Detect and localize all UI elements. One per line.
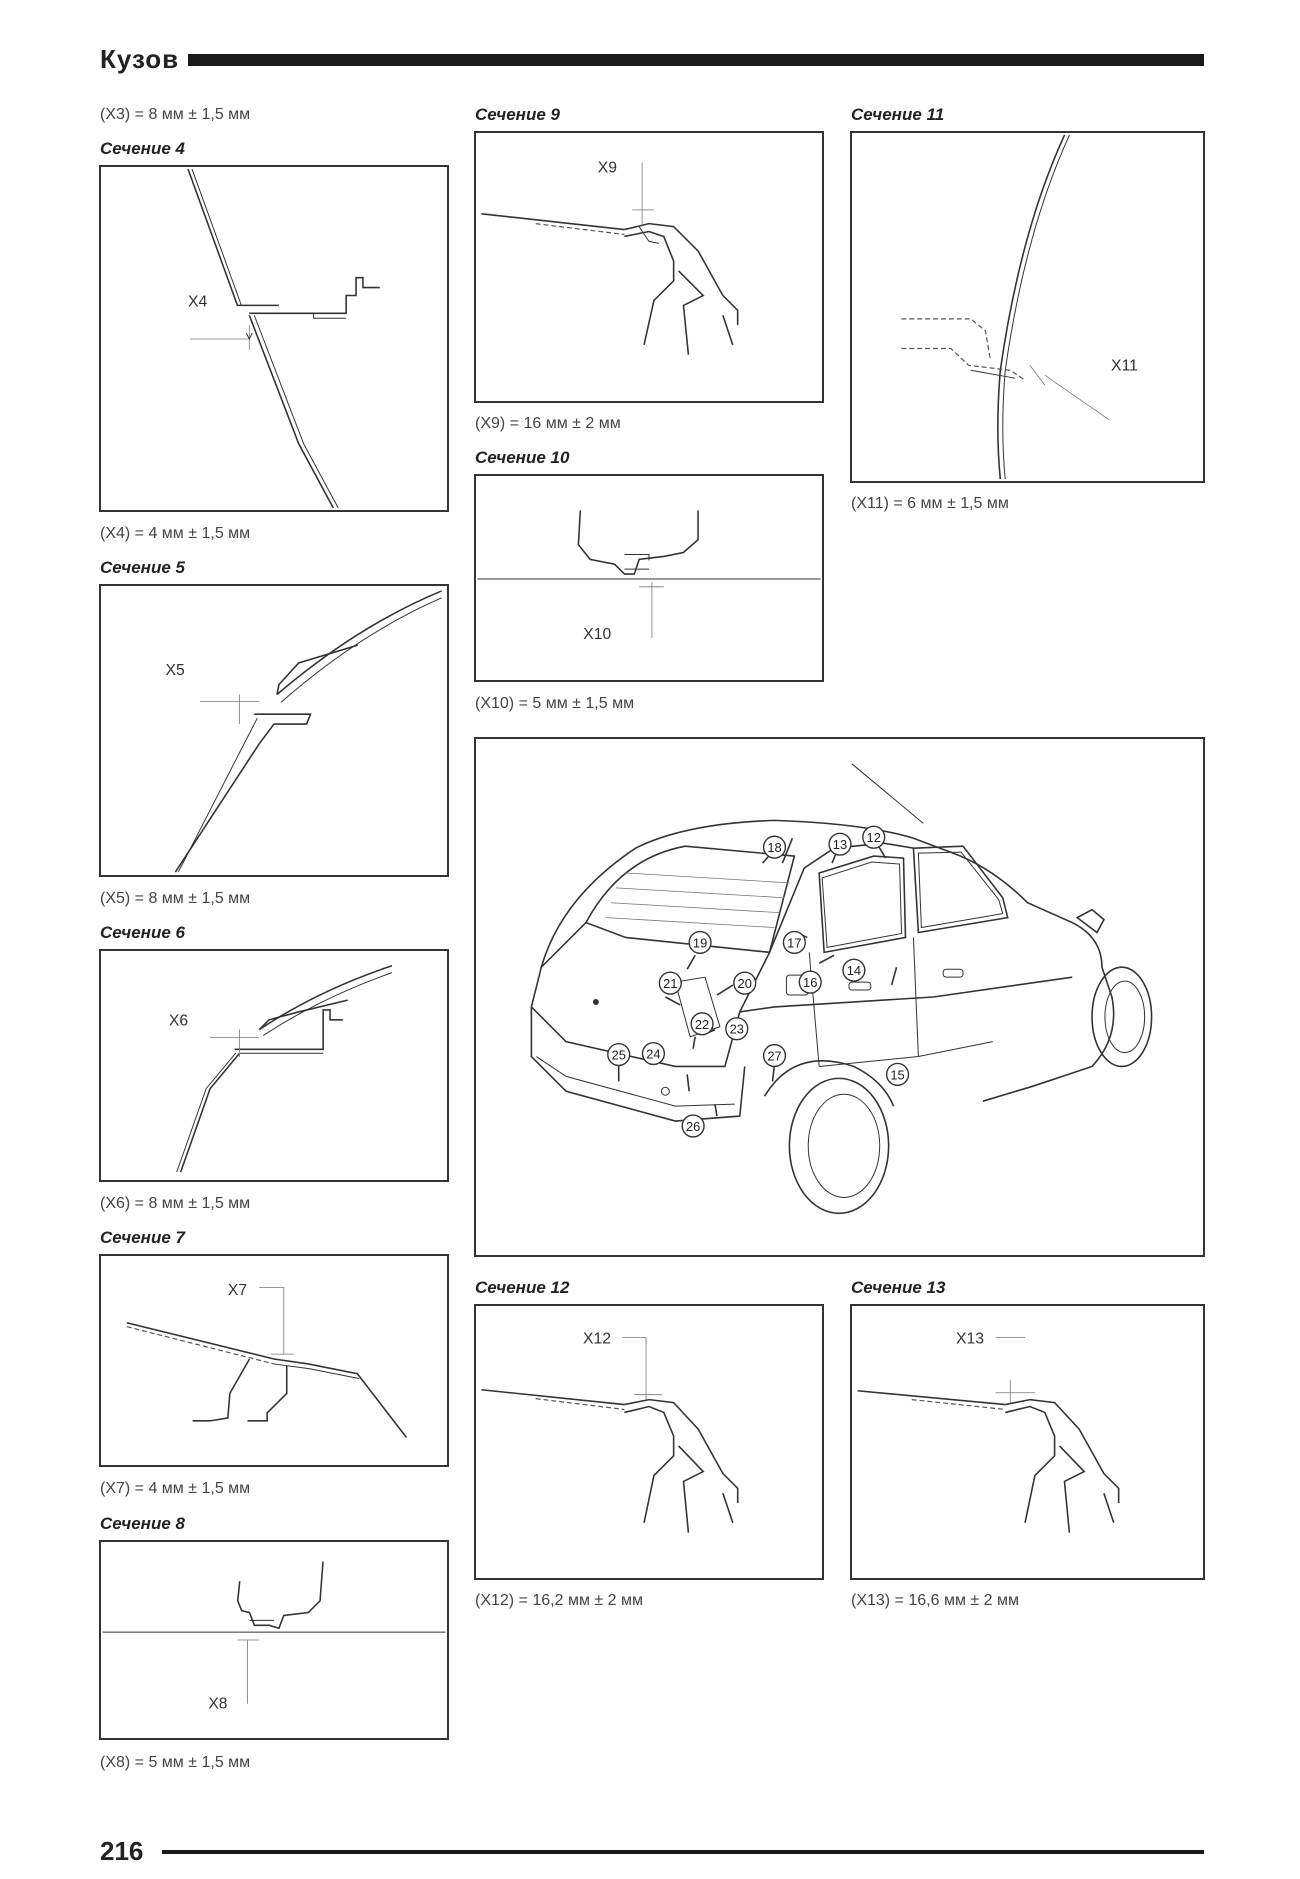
section-10-diagram: X10 (474, 474, 824, 682)
marker-20: 20 (733, 971, 757, 995)
section-13-title: Сечение 13 (851, 1278, 946, 1297)
car-overview-diagram: 12 13 14 15 16 17 18 19 20 21 22 23 24 2… (474, 737, 1205, 1257)
marker-15: 15 (885, 1062, 910, 1087)
section-11-title: Сечение 11 (851, 105, 945, 124)
x4-label: X4 (188, 293, 208, 310)
section-6-diagram: X6 (99, 949, 449, 1182)
section-9-title: Сечение 9 (475, 105, 560, 124)
caption-x11: (X11) = 6 мм ± 1,5 мм (851, 495, 1009, 512)
marker-14: 14 (842, 958, 866, 982)
section-4-title: Сечение 4 (100, 139, 185, 158)
marker-24: 24 (641, 1041, 666, 1066)
x13-label: X13 (956, 1330, 984, 1347)
caption-x6: (X6) = 8 мм ± 1,5 мм (100, 1195, 251, 1212)
page-section-title: Кузов (100, 44, 180, 74)
section-8-title: Сечение 8 (100, 1514, 185, 1533)
marker-23: 23 (725, 1017, 749, 1041)
marker-22: 22 (690, 1012, 714, 1036)
header-rule (188, 54, 1204, 66)
x11-label: X11 (1111, 357, 1138, 374)
section-7-diagram: X7 (99, 1254, 449, 1467)
svg-text:18: 18 (767, 840, 781, 855)
svg-text:22: 22 (695, 1017, 709, 1032)
marker-26: 26 (681, 1114, 705, 1138)
caption-x13: (X13) = 16,6 мм ± 2 мм (851, 1592, 1019, 1609)
x7-label: X7 (228, 1282, 247, 1299)
svg-text:20: 20 (738, 976, 752, 991)
caption-x10: (X10) = 5 мм ± 1,5 мм (475, 695, 635, 712)
caption-x7: (X7) = 4 мм ± 1,5 мм (100, 1480, 251, 1497)
x10-label: X10 (583, 626, 611, 643)
marker-12: 12 (862, 825, 886, 849)
svg-text:14: 14 (847, 963, 861, 978)
marker-16: 16 (798, 970, 822, 994)
marker-25: 25 (607, 1042, 631, 1067)
section-7-title: Сечение 7 (100, 1228, 185, 1247)
section-10-title: Сечение 10 (475, 448, 570, 467)
section-8-diagram: X8 (99, 1540, 449, 1740)
caption-x5: (X5) = 8 мм ± 1,5 мм (100, 890, 251, 907)
footer-rule (162, 1850, 1204, 1854)
caption-x12: (X12) = 16,2 мм ± 2 мм (475, 1592, 643, 1609)
marker-19: 19 (688, 930, 712, 955)
marker-27: 27 (762, 1043, 787, 1068)
marker-17: 17 (782, 930, 806, 955)
section-6-title: Сечение 6 (100, 923, 185, 942)
section-5-diagram: X5 (99, 584, 449, 877)
svg-text:16: 16 (803, 975, 817, 990)
x12-label: X12 (583, 1330, 611, 1347)
marker-13: 13 (828, 832, 852, 856)
x6-label: X6 (169, 1013, 188, 1030)
marker-18: 18 (762, 835, 787, 859)
caption-x3: (X3) = 8 мм ± 1,5 мм (100, 106, 251, 123)
svg-text:12: 12 (867, 830, 881, 845)
svg-text:24: 24 (646, 1047, 660, 1062)
section-12-diagram: X12 (474, 1304, 824, 1580)
section-5-title: Сечение 5 (100, 558, 185, 577)
caption-x9: (X9) = 16 мм ± 2 мм (475, 415, 621, 432)
svg-text:26: 26 (686, 1119, 700, 1134)
antenna-line (851, 763, 924, 824)
section-11-diagram: X11 (850, 131, 1205, 483)
svg-text:13: 13 (833, 837, 847, 852)
x8-label: X8 (208, 1696, 227, 1713)
section-13-diagram: X13 (850, 1304, 1205, 1580)
svg-text:23: 23 (730, 1022, 744, 1037)
svg-text:15: 15 (890, 1067, 904, 1082)
x9-label: X9 (598, 159, 618, 176)
caption-x8: (X8) = 5 мм ± 1,5 мм (100, 1754, 251, 1771)
svg-text:27: 27 (767, 1049, 781, 1064)
section-9-diagram: X9 (474, 131, 824, 403)
x5-label: X5 (166, 662, 186, 679)
page-number: 216 (100, 1836, 144, 1866)
svg-text:17: 17 (787, 935, 801, 950)
caption-x4: (X4) = 4 мм ± 1,5 мм (100, 525, 251, 542)
svg-text:21: 21 (663, 976, 677, 991)
marker-21: 21 (658, 971, 682, 995)
svg-text:25: 25 (612, 1048, 626, 1063)
svg-text:19: 19 (693, 935, 707, 950)
section-12-title: Сечение 12 (475, 1278, 570, 1297)
section-4-diagram: X4 (99, 165, 449, 512)
